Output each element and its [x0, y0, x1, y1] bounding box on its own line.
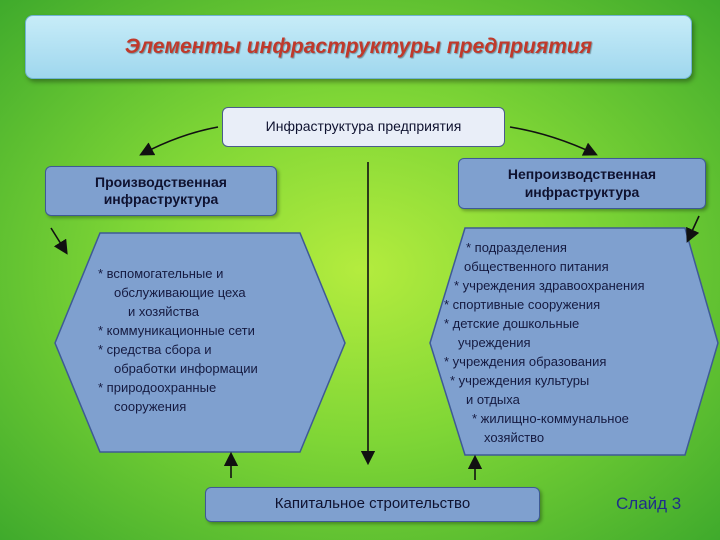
list-item: учреждения [458, 335, 531, 350]
list-item: * жилищно-коммунальное [472, 411, 629, 426]
list-item: * природоохранные [98, 380, 217, 395]
list-item: * коммуникационные сети [98, 323, 255, 338]
production-elements-list: * вспомогательные и обслуживающие цеха и… [98, 264, 258, 416]
list-item: обработки информации [114, 361, 258, 376]
arrow-top-to-right [509, 126, 598, 156]
list-item: * вспомогательные и [98, 266, 224, 281]
list-item: хозяйство [484, 430, 545, 445]
arrow-left-into-hexagon [50, 227, 68, 255]
node-production-infrastructure: Производственная инфраструктура [45, 166, 277, 216]
title-banner: Элементы инфраструктуры предприятия [25, 15, 692, 79]
list-item: и хозяйства [128, 304, 200, 319]
node-enterprise-infrastructure-label: Инфраструктура предприятия [265, 118, 462, 135]
node-capital-construction: Капитальное строительство [205, 487, 540, 522]
node-nonproduction-label-line2: инфраструктура [524, 183, 640, 200]
list-item: * подразделения [466, 240, 567, 255]
list-item: и отдыха [466, 392, 520, 407]
page-title: Элементы инфраструктуры предприятия [124, 35, 593, 58]
slide-number: Слайд 3 [616, 494, 682, 513]
nonproduction-elements-list: * подразделения общественного питания * … [444, 238, 645, 447]
list-item: общественного питания [464, 259, 609, 274]
list-item: обслуживающие цеха [114, 285, 246, 300]
arrow-top-to-left [139, 126, 219, 156]
node-nonproduction-infrastructure: Непроизводственная инфраструктура [458, 158, 706, 209]
node-capital-construction-label: Капитальное строительство [274, 495, 471, 513]
list-item: * учреждения образования [444, 354, 607, 369]
node-nonproduction-label-line1: Непроизводственная [507, 166, 657, 182]
node-production-label-line1: Производственная [95, 173, 227, 190]
node-enterprise-infrastructure: Инфраструктура предприятия [222, 107, 505, 147]
arrow-right-into-hexagon [686, 215, 700, 243]
left-hexagon [54, 232, 346, 453]
list-item: * средства сбора и [98, 342, 212, 357]
right-hexagon [429, 227, 719, 456]
list-item: * учреждения здравоохранения [454, 278, 645, 293]
list-item: * спортивные сооружения [444, 297, 601, 312]
list-item: сооружения [114, 399, 187, 414]
node-production-label-line2: инфраструктура [103, 191, 219, 207]
list-item: * учреждения культуры [450, 373, 590, 388]
list-item: * детские дошкольные [444, 316, 580, 331]
